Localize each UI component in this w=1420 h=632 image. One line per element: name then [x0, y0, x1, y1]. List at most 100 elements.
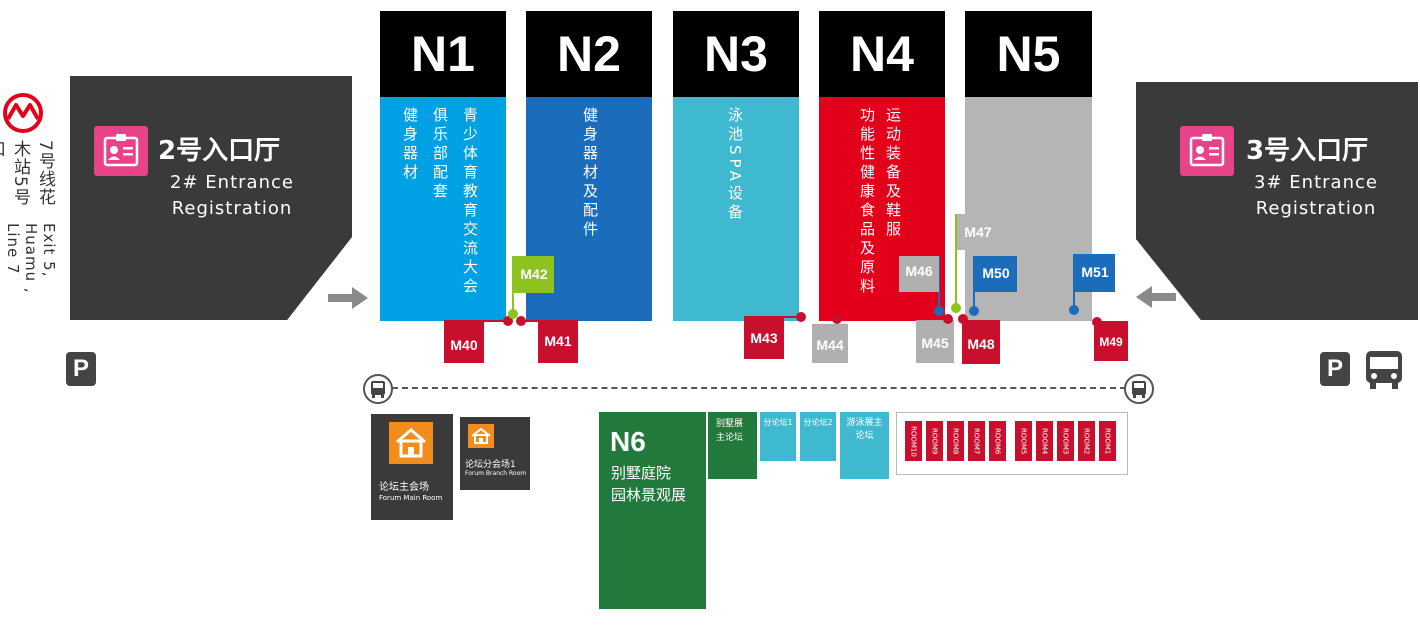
marker-m43-dot [796, 312, 806, 322]
marker-m46-pole [938, 256, 940, 312]
swim-main-forum-label: 游泳展主论坛 [846, 418, 883, 441]
marker-m47-dot [951, 303, 961, 313]
sub-forum-1-label: 分论坛1 [763, 418, 793, 427]
marker-m46[interactable]: M46 [899, 256, 939, 292]
entrance-2-hall[interactable]: 2号入口厅 2# Entrance Registration [70, 76, 352, 320]
marker-m48-line [964, 320, 1000, 322]
swim-main-forum[interactable]: 游泳展主论坛 [840, 412, 889, 479]
marker-m51-pole [1073, 254, 1075, 310]
metro-exit-label-cn: 7号线花木站5号口 [0, 140, 55, 206]
hall-n2-zone-1: 健身器材及配件 [581, 107, 599, 240]
hall-n1-header[interactable]: N1 [380, 11, 506, 97]
marker-red-dot [943, 314, 953, 324]
entrance-3-line1: 3# Entrance [1254, 172, 1378, 193]
marker-m47[interactable]: M47 [957, 214, 999, 250]
room-7[interactable]: ROOM7 [968, 421, 985, 461]
room-2[interactable]: ROOM2 [1078, 421, 1095, 461]
entrance-3-title: 3号入口厅 [1246, 136, 1369, 166]
marker-m40-dot [503, 316, 513, 326]
marker-m47-pole [955, 214, 957, 308]
forum-branch1-en: Forum Branch Room [465, 470, 527, 477]
metro-logo-icon [2, 92, 44, 134]
villa-main-forum-label: 别墅展主论坛 [716, 419, 744, 443]
entrance-2-sub: 2# Entrance Registration [152, 170, 312, 222]
marker-m48[interactable]: M48 [962, 322, 1000, 364]
marker-m44-dot [832, 314, 842, 324]
hall-n6-line1: 别墅庭院 [611, 464, 672, 482]
entrance-3-line2: Registration [1255, 198, 1377, 219]
hall-n1-zone-3: 青少体育教育交流大会 [461, 107, 479, 297]
entrance-3-hall[interactable]: 3号入口厅 3# Entrance Registration [1136, 82, 1418, 320]
room-8[interactable]: ROOM8 [947, 421, 964, 461]
hall-n4-header[interactable]: N4 [819, 11, 945, 97]
marker-m49-line [1098, 321, 1128, 323]
hall-n4-zone-1: 运动装备及鞋服 [884, 107, 902, 240]
hall-n1-zone-2: 俱乐部配套 [431, 107, 449, 202]
parking-right-icon: P [1320, 352, 1350, 386]
metro-exit-label-en: Exit 5, Huamu , Line 7 [4, 223, 58, 294]
marker-m49[interactable]: M49 [1094, 323, 1128, 361]
forum-branch-room-1[interactable]: 论坛分会场1 Forum Branch Room [460, 417, 530, 490]
hall-n3-zone-1: 泳池SPA设备 [726, 107, 744, 223]
hall-n3-header[interactable]: N3 [673, 11, 799, 97]
id-badge-icon [94, 126, 148, 176]
hall-n1-zone-1: 健身器材 [401, 107, 419, 183]
marker-m41-dot [516, 316, 526, 326]
room-9[interactable]: ROOM9 [926, 421, 943, 461]
meeting-rooms-block: ROOM10 ROOM9 ROOM8 ROOM7 ROOM6 ROOM5 ROO… [896, 412, 1128, 475]
building-icon [389, 422, 433, 464]
room-10[interactable]: ROOM10 [905, 421, 922, 461]
room-3[interactable]: ROOM3 [1057, 421, 1074, 461]
building-icon [468, 424, 494, 448]
room-1[interactable]: ROOM1 [1099, 421, 1116, 461]
marker-m44[interactable]: M44 [812, 325, 848, 363]
marker-m51[interactable]: M51 [1075, 254, 1115, 292]
hall-n3[interactable]: 泳池SPA设备 [673, 97, 799, 321]
hall-n5-header[interactable]: N5 [965, 11, 1092, 97]
hall-n6-line2: 园林景观展 [611, 486, 687, 504]
arrow-right-icon [326, 285, 370, 315]
marker-m42-dot [508, 309, 518, 319]
hall-n2-header[interactable]: N2 [526, 11, 652, 97]
marker-m50-dot [969, 306, 979, 316]
marker-m49-dot [1092, 317, 1102, 327]
hall-n6[interactable]: N6 别墅庭院 园林景观展 [599, 412, 706, 609]
shuttle-stop-right-icon [1124, 374, 1154, 408]
shuttle-stop-left-icon [363, 374, 393, 408]
sub-forum-1[interactable]: 分论坛1 [760, 412, 796, 461]
forum-main-room[interactable]: 论坛主会场 Forum Main Room [371, 414, 453, 520]
id-badge-icon [1180, 126, 1234, 176]
metro-exit-label: 7号线花木站5号口 Exit 5, Huamu , Line 7 [0, 140, 58, 325]
marker-m43[interactable]: M43 [744, 317, 784, 359]
parking-left-icon: P [66, 352, 96, 386]
marker-m42-pole [512, 256, 514, 314]
rooms-row: ROOM10 ROOM9 ROOM8 ROOM7 ROOM6 ROOM5 ROO… [905, 421, 1119, 463]
sub-forum-2[interactable]: 分论坛2 [800, 412, 836, 461]
room-5[interactable]: ROOM5 [1015, 421, 1032, 461]
marker-m46-dot [934, 306, 944, 316]
arrow-left-icon [1134, 284, 1178, 314]
entrance-3-sub: 3# Entrance Registration [1236, 170, 1396, 222]
room-6[interactable]: ROOM6 [989, 421, 1006, 461]
hall-n1[interactable]: 健身器材 俱乐部配套 青少体育教育交流大会 [380, 97, 506, 321]
marker-m45[interactable]: M45 [916, 321, 954, 363]
marker-m50-pole [973, 256, 975, 310]
hall-n6-label: N6 [610, 426, 646, 457]
marker-m50[interactable]: M50 [975, 256, 1017, 292]
forum-main-en: Forum Main Room [379, 494, 443, 502]
marker-m51-dot [1069, 305, 1079, 315]
marker-m40[interactable]: M40 [444, 321, 484, 363]
marker-m41[interactable]: M41 [538, 321, 578, 363]
room-4[interactable]: ROOM4 [1036, 421, 1053, 461]
hall-n4-zone-2: 功能性健康食品及原料 [858, 107, 876, 297]
marker-m42[interactable]: M42 [514, 256, 554, 293]
shuttle-route-line [392, 387, 1126, 389]
entrance-2-title: 2号入口厅 [158, 136, 281, 166]
entrance-2-line2: Registration [171, 198, 293, 219]
entrance-2-line1: 2# Entrance [170, 172, 294, 193]
forum-branch1-cn: 论坛分会场1 [465, 460, 516, 470]
sub-forum-2-label: 分论坛2 [803, 418, 833, 427]
marker-m48-dot [958, 314, 968, 324]
villa-main-forum[interactable]: 别墅展主论坛 [708, 412, 757, 479]
bus-icon [1362, 349, 1406, 395]
